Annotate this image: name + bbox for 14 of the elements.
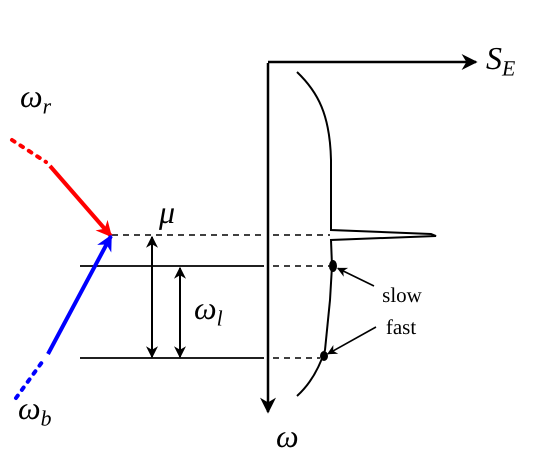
leader-line <box>336 268 374 287</box>
axis-label: S$_{E}$ <box>486 40 516 76</box>
arrow <box>48 164 112 238</box>
symbol-label: ω$_{l}$ <box>194 290 223 326</box>
symbol-label: ω$_{r}$ <box>20 78 52 114</box>
annotation-text: slow <box>382 284 422 306</box>
leader-line <box>327 326 376 354</box>
arrow <box>46 234 113 355</box>
symbol-label: μ <box>158 196 175 228</box>
annotation-text: fast <box>386 316 416 338</box>
axis-label: ω <box>276 418 299 454</box>
curve-dot <box>320 351 328 361</box>
symbol-label: ω$_{b}$ <box>18 390 52 426</box>
curve-dot <box>329 260 337 272</box>
